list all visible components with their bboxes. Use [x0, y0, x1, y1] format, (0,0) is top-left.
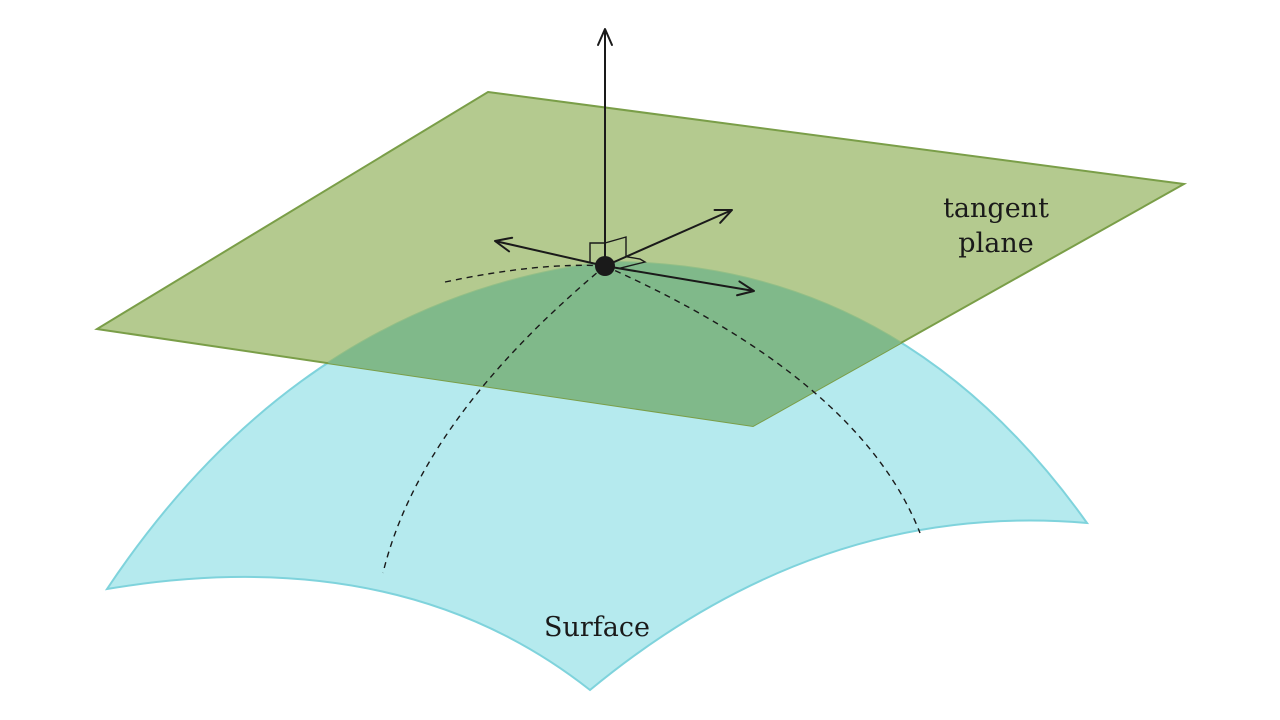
surface-label: Surface: [544, 612, 650, 643]
tangent-vector-right-arrow: [604, 265, 755, 297]
tangency-point: [595, 256, 615, 276]
plane-surface-overlap: [107, 261, 1087, 426]
tangent-vector-left-arrow: [494, 236, 606, 267]
tangent-plane-label-line2: plane: [958, 228, 1033, 259]
surface-curve-down: [382, 265, 606, 574]
right-angle-marker-icon: [589, 236, 647, 270]
surface-curve-left: [444, 264, 606, 283]
tangent-plane-label-line1: tangent: [943, 193, 1049, 224]
surface-curve-right: [604, 265, 921, 534]
